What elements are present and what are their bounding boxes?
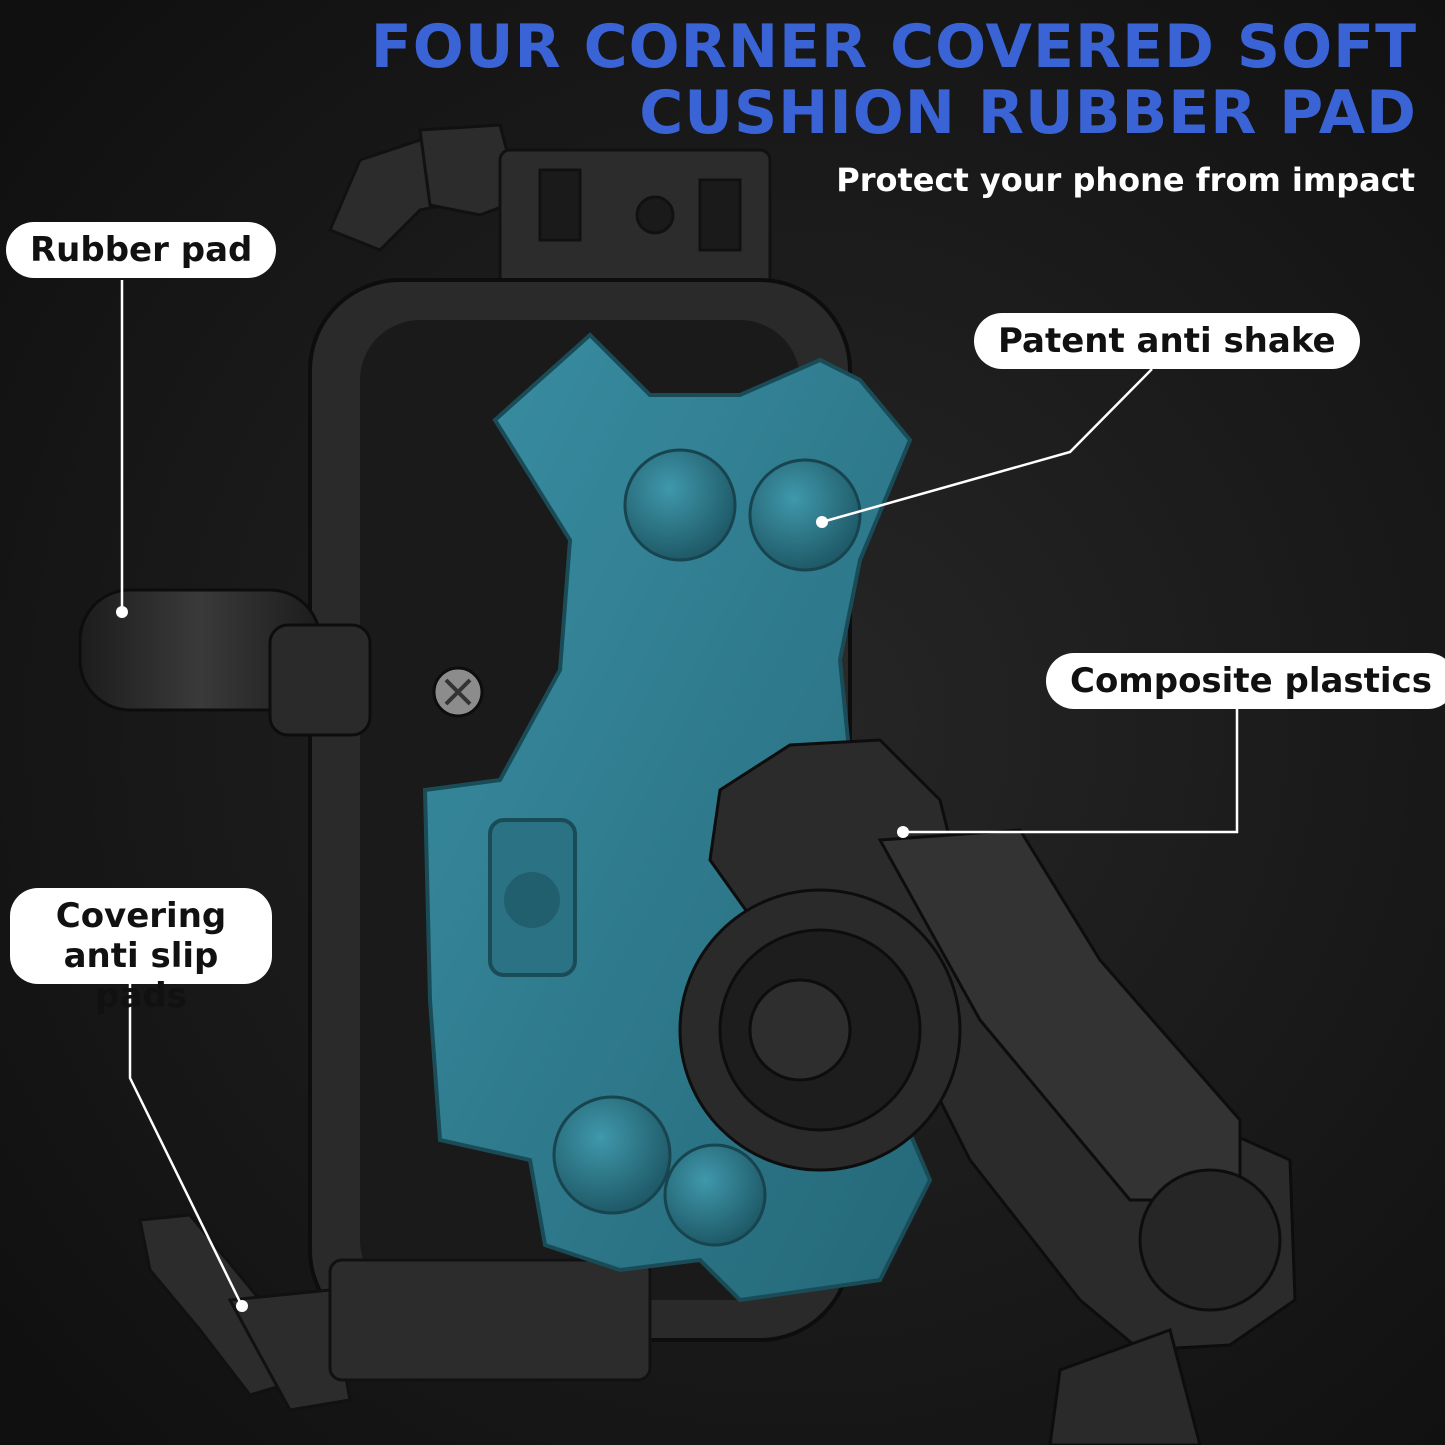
bottom-clamp-arm — [138, 1213, 652, 1412]
callout-patent-anti-shake: Patent anti shake — [974, 313, 1360, 369]
mount-arm — [678, 738, 1297, 1445]
callout-rubber-pad: Rubber pad — [6, 222, 277, 278]
subtitle: Protect your phone from impact — [836, 161, 1415, 199]
side-arm — [78, 588, 484, 737]
callout-composite-plastics: Composite plastics — [1046, 653, 1445, 709]
headline-line-1: FOUR CORNER COVERED SOFT — [370, 12, 1417, 82]
callout-dots — [116, 516, 909, 1312]
top-clamp-arm — [328, 123, 772, 297]
callout-covering-anti-slip: Covering anti slip pads — [10, 888, 272, 1016]
headline: FOUR CORNER COVERED SOFT CUSHION RUBBER … — [371, 14, 1417, 146]
callout-leaders — [120, 280, 1239, 1307]
cushion-knobs — [552, 448, 862, 1247]
headline-line-2: CUSHION RUBBER PAD — [639, 78, 1417, 148]
